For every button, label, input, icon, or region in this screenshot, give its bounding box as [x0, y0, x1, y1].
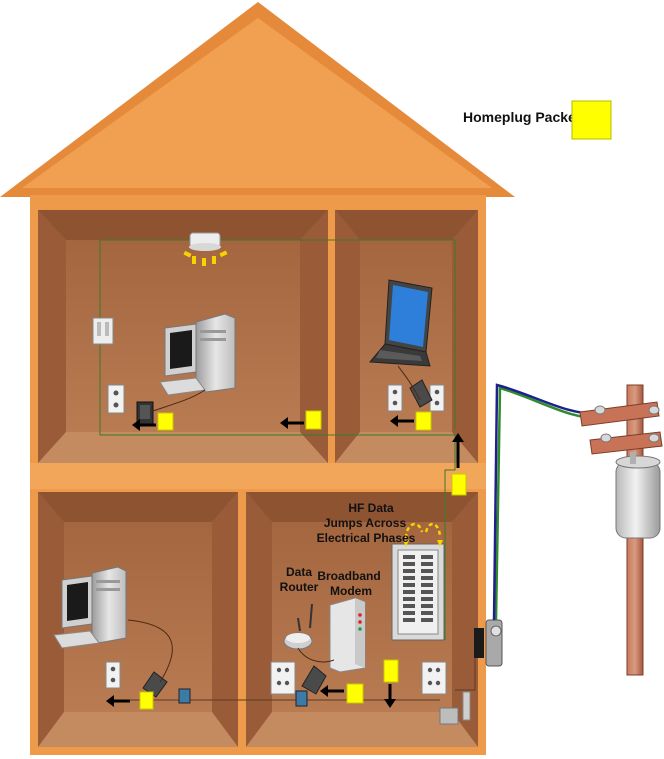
arrow-icon: [403, 540, 409, 547]
svg-text:Broadband: Broadband: [317, 569, 380, 583]
computer-icon: [53, 566, 127, 649]
homeplug-packet: [157, 412, 174, 431]
wall-jack-icon: [178, 688, 191, 704]
data-router-icon: [283, 603, 313, 650]
computer-cable: [149, 389, 206, 413]
svg-text:Electrical Phases: Electrical Phases: [317, 531, 416, 545]
laptop-icon: [368, 279, 433, 367]
svg-text:Modem: Modem: [330, 584, 372, 598]
arrow-icon: [437, 540, 443, 547]
arrow-icon: [452, 433, 464, 468]
homeplug-packet: [346, 683, 364, 704]
homeplug-adapter-icon: [409, 379, 433, 408]
svg-text:Router: Router: [280, 580, 319, 594]
phase-jump-arrows: [404, 522, 442, 539]
broadband-modem-icon: [329, 597, 366, 673]
legend-label: Homeplug Packet: [463, 109, 581, 125]
broadband-modem-label: Broadband Modem: [317, 569, 380, 598]
hf-data-label: HF Data Jumps Across Electrical Phases: [317, 501, 416, 545]
legend: Homeplug Packet: [463, 100, 612, 140]
svg-text:Jumps Across: Jumps Across: [324, 516, 407, 530]
svg-text:Data: Data: [286, 565, 312, 579]
outlet-icon: [421, 661, 447, 695]
wall-jack-icon: [295, 690, 308, 707]
junction-box-icon: [439, 691, 471, 725]
legend-swatch: [571, 100, 612, 140]
homeplug-packet: [415, 411, 432, 431]
arrow-icon: [320, 685, 344, 697]
laptop-cable: [397, 365, 421, 401]
arrow-icon: [390, 415, 414, 427]
arrow-icon: [106, 695, 130, 707]
ceiling-light-icon: [183, 232, 228, 266]
svg-text:HF Data: HF Data: [348, 501, 394, 515]
outlet-icon: [105, 661, 121, 689]
router-modem-cable: [297, 647, 335, 663]
homeplug-adapter-icon: [301, 665, 327, 695]
arrow-icon: [280, 417, 304, 429]
light-switch-icon: [92, 317, 114, 345]
homeplug-packet: [383, 659, 399, 683]
house-roof: [0, 2, 515, 197]
homeplug-packet: [139, 691, 154, 710]
house-wiring: [99, 239, 476, 701]
transformer-icon: [615, 452, 661, 539]
arrow-icon: [384, 684, 396, 708]
homeplug-packet: [451, 473, 467, 496]
electric-meter-icon: [474, 619, 503, 667]
breaker-panel-icon: [391, 543, 445, 641]
computer-icon: [159, 313, 236, 396]
homeplug-packet: [305, 410, 322, 430]
computer-cable: [127, 619, 173, 683]
arrow-icon: [132, 419, 156, 431]
outlet-icon: [387, 384, 403, 412]
outlet-icon: [270, 661, 296, 695]
outlet-icon: [429, 384, 445, 412]
data-router-label: Data Router: [280, 565, 319, 594]
outlet-icon: [107, 384, 125, 414]
